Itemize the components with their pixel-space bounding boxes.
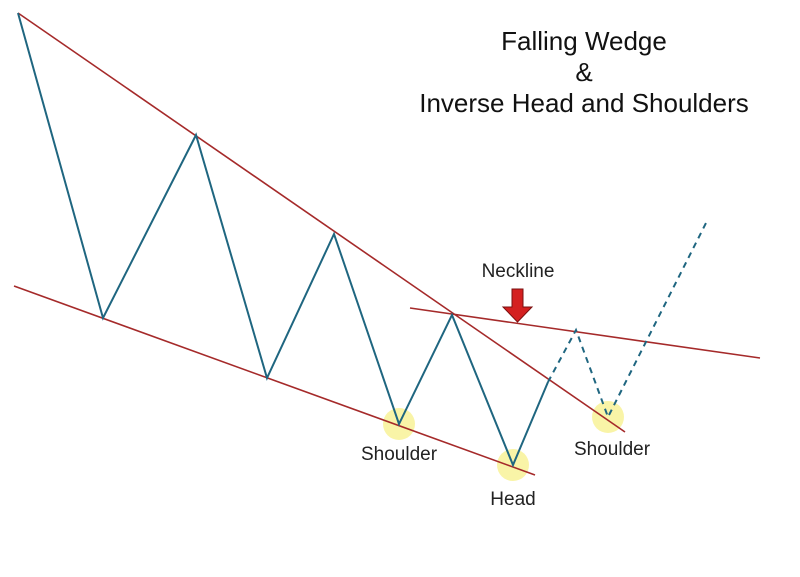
title-line-3: Inverse Head and Shoulders — [419, 88, 749, 118]
upper-wedge-trendline — [17, 12, 626, 433]
right-shoulder-label: Shoulder — [574, 439, 651, 460]
price-path — [17, 12, 549, 468]
title-line-2: & — [575, 57, 592, 87]
left-shoulder-label: Shoulder — [361, 444, 438, 465]
head-label: Head — [490, 489, 535, 510]
title-line-1: Falling Wedge — [501, 26, 667, 56]
price-path-projection — [547, 222, 707, 420]
neckline-label: Neckline — [482, 261, 555, 282]
neckline-arrow-icon — [501, 288, 534, 323]
neckline-trendline — [409, 307, 761, 359]
lower-wedge-trendline — [13, 285, 536, 476]
